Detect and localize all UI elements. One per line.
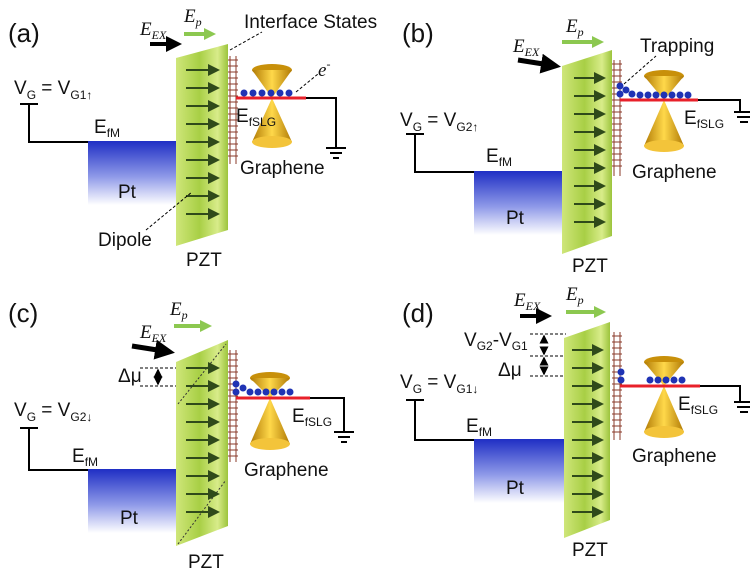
graphene-cone bbox=[250, 372, 290, 450]
ep-arrow-head bbox=[200, 320, 212, 332]
pt-metal bbox=[474, 171, 564, 235]
ef-slg-label: EfSLG bbox=[292, 406, 332, 429]
panel-c: (c) EEX Ep Δμ VG = VG2↓ EfM Pt bbox=[8, 298, 354, 573]
pzt-label: PZT bbox=[186, 250, 222, 271]
gate-wire bbox=[20, 103, 88, 143]
efm-label: EfM bbox=[466, 416, 492, 439]
ep-arrow-head bbox=[204, 28, 216, 40]
dipole-label: Dipole bbox=[98, 230, 152, 251]
gate-wire bbox=[406, 133, 474, 173]
graphene-label: Graphene bbox=[240, 158, 325, 179]
trapping-label: Trapping bbox=[640, 36, 714, 57]
pzt-label: PZT bbox=[572, 256, 608, 277]
graphene-label: Graphene bbox=[244, 460, 329, 481]
gate-wire bbox=[20, 427, 88, 471]
ground-icon bbox=[734, 401, 750, 413]
pt-label: Pt bbox=[506, 478, 525, 499]
dipole-arrows bbox=[186, 362, 220, 518]
efm-label: EfM bbox=[486, 146, 512, 169]
trapping-pointer bbox=[623, 55, 657, 85]
pt-metal bbox=[88, 141, 176, 205]
pzt-label: PZT bbox=[188, 552, 224, 573]
ep-arrow-head bbox=[592, 36, 604, 48]
ground-icon bbox=[334, 431, 354, 443]
dipole-arrows bbox=[572, 344, 604, 518]
pzt-slab bbox=[176, 340, 228, 546]
efm-label: EfM bbox=[94, 117, 120, 140]
ground-wire bbox=[698, 99, 741, 112]
interface-states bbox=[612, 60, 622, 176]
ground-wire bbox=[700, 385, 741, 402]
dipole-arrows bbox=[186, 64, 220, 220]
pzt-slab bbox=[176, 44, 228, 246]
vg-label: VG = VG1↑ bbox=[14, 78, 92, 102]
panel-b: (b) EEX Ep Trapping VG = VG2↑ EfM Pt PZT bbox=[400, 16, 750, 277]
pt-metal bbox=[88, 469, 178, 533]
delta-mu-label: Δμ bbox=[498, 360, 522, 381]
ep-arrow-head bbox=[594, 306, 606, 318]
pzt-slab bbox=[564, 322, 610, 538]
ef-slg-label: EfSLG bbox=[236, 106, 276, 129]
vg-label: VG = VG1↓ bbox=[400, 372, 478, 396]
vg-label: VG = VG2↓ bbox=[14, 400, 92, 424]
graphene-label: Graphene bbox=[632, 162, 717, 183]
interface-states-pointer bbox=[229, 31, 263, 51]
efm-label: EfM bbox=[72, 446, 98, 469]
ef-slg-label: EfSLG bbox=[678, 394, 718, 417]
pt-label: Pt bbox=[506, 208, 525, 229]
electron-label: e- bbox=[318, 57, 330, 81]
graphene-cone bbox=[644, 70, 684, 152]
electrons bbox=[232, 380, 294, 396]
electrons bbox=[240, 89, 293, 97]
pzt-dashed-diagonal bbox=[177, 343, 227, 405]
pt-metal bbox=[474, 439, 564, 503]
panel-label: (a) bbox=[8, 18, 40, 48]
interface-states bbox=[228, 350, 238, 462]
electrons bbox=[616, 82, 692, 99]
panel-label: (d) bbox=[402, 298, 434, 328]
ef-slg-label: EfSLG bbox=[684, 108, 724, 131]
graphene-cone bbox=[644, 356, 684, 438]
ex-arrow bbox=[517, 53, 561, 74]
panel-label: (b) bbox=[402, 18, 434, 48]
ep-label: Ep bbox=[565, 284, 584, 307]
ex-label: EEX bbox=[512, 36, 540, 59]
ex-label: EEX bbox=[139, 19, 167, 42]
panel-d: (d) EEX Ep VG2-VG1 Δμ VG = VG1↓ EfM Pt bbox=[400, 284, 750, 561]
graphene-label: Graphene bbox=[632, 446, 717, 467]
pzt-slab bbox=[562, 50, 612, 254]
panel-a: (a) EEX Ep Interface States VG = VG1↑ Ef… bbox=[8, 6, 377, 271]
ex-label: EEX bbox=[139, 322, 167, 345]
gate-wire bbox=[406, 399, 474, 441]
ex-arrow bbox=[131, 339, 175, 360]
dipole-arrows bbox=[574, 72, 606, 228]
ground-wire bbox=[306, 97, 337, 148]
graphene-cone bbox=[252, 64, 292, 148]
ep-label: Ep bbox=[169, 299, 188, 322]
delta-mu-label: Δμ bbox=[118, 366, 142, 387]
ground-icon bbox=[326, 147, 346, 159]
pzt-label: PZT bbox=[572, 540, 608, 561]
pt-label: Pt bbox=[120, 508, 139, 529]
electrons bbox=[617, 368, 686, 384]
interface-states-label: Interface States bbox=[244, 12, 377, 33]
electron-pointer bbox=[295, 73, 319, 93]
ground-wire bbox=[310, 397, 345, 432]
ep-label: Ep bbox=[183, 6, 202, 29]
panel-label: (c) bbox=[8, 298, 38, 328]
vdiff-label: VG2-VG1 bbox=[464, 330, 528, 353]
ep-label: Ep bbox=[565, 16, 584, 39]
interface-states bbox=[228, 56, 238, 164]
vg-label: VG = VG2↑ bbox=[400, 110, 478, 134]
ground-icon bbox=[734, 111, 750, 123]
ex-label: EEX bbox=[513, 290, 541, 313]
pt-label: Pt bbox=[118, 182, 137, 203]
